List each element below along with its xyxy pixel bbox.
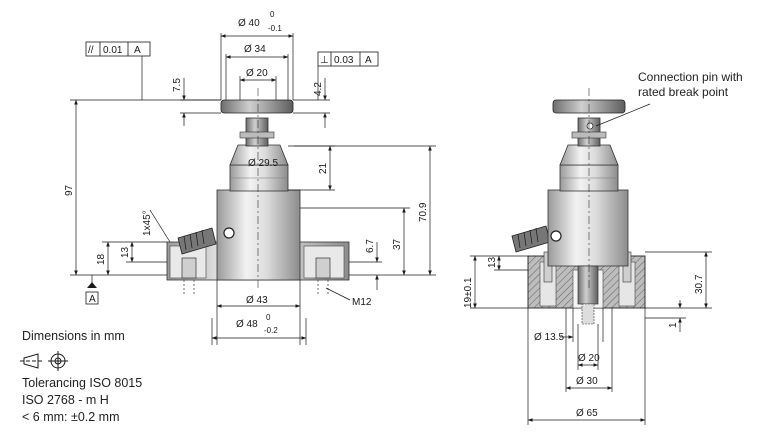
tolerancing-note: Tolerancing ISO 8015 [22, 376, 143, 390]
dim-h7-5: 7.5 [172, 78, 183, 92]
left-cable [177, 227, 217, 255]
left-bolt-left [181, 257, 197, 294]
perpendicularity-value: 0.03 [334, 55, 354, 66]
dim-d40-upper: 0 [270, 10, 275, 19]
units-note: Dimensions in mm [22, 329, 125, 343]
dim-right-d65: Ø 65 [576, 408, 598, 419]
dim-right-d13-5: Ø 13.5 [534, 332, 564, 343]
dim-right-h13: 13 [487, 256, 498, 268]
dim-h6-7: 6.7 [365, 239, 376, 253]
dim-m12: M12 [352, 297, 372, 308]
callout-line-2: rated break point [638, 85, 729, 99]
dim-h13: 13 [120, 246, 131, 258]
dim-h97: 97 [64, 184, 75, 196]
right-cable [511, 225, 551, 253]
small-tolerance-note: < 6 mm: ±0.2 mm [22, 410, 120, 424]
dim-d48-lower: -0.2 [264, 326, 278, 335]
perpendicularity-symbol: ⊥ [320, 55, 329, 66]
left-knob [220, 99, 294, 114]
dim-h21: 21 [318, 162, 329, 174]
dim-d20: Ø 20 [246, 68, 268, 79]
dim-d43: Ø 43 [246, 295, 268, 306]
dim-right-d30: Ø 30 [576, 376, 598, 387]
dim-h70-9: 70.9 [418, 202, 429, 222]
left-view: A // 0.01 A ⊥ 0.03 A Ø 40 0 -0.1 Ø 34 Ø … [64, 10, 436, 345]
perpendicularity-frame [317, 51, 379, 67]
connection-pin [586, 122, 594, 130]
dim-d48-upper: 0 [266, 313, 271, 322]
parallelism-frame [85, 41, 151, 57]
right-piston [577, 265, 599, 305]
dim-d48: Ø 48 [236, 319, 258, 330]
right-lower-body [547, 189, 629, 267]
dim-h4-2: 4.2 [313, 82, 324, 96]
dim-d29-5: Ø 29.5 [248, 158, 278, 169]
dim-right-h30-7: 30.7 [694, 274, 705, 294]
connection-pin-callout: Connection pin with rated break point [638, 70, 743, 100]
right-view: 19±0.1 13 30.7 1 Ø 13.5 Ø 20 Ø 30 Ø 65 [463, 88, 712, 425]
projection-symbol [20, 351, 68, 371]
callout-line-1: Connection pin with [638, 70, 743, 84]
datum-box [85, 291, 99, 305]
parallelism-datum: A [134, 45, 141, 56]
iso-note: ISO 2768 - m H [22, 393, 109, 407]
dim-d34: Ø 34 [244, 44, 266, 55]
left-bolt-right [315, 257, 331, 294]
dim-d40-lower: -0.1 [268, 24, 282, 33]
dim-right-h19: 19±0.1 [463, 277, 474, 308]
datum-triangle [87, 282, 97, 288]
right-side-screw [550, 230, 562, 242]
dim-right-h1: 1 [668, 322, 679, 328]
dim-d40: Ø 40 [238, 18, 260, 29]
datum-label: A [89, 294, 96, 305]
parallelism-symbol: // [88, 45, 94, 56]
left-side-screw [223, 227, 235, 239]
dim-h18: 18 [96, 253, 107, 265]
dim-chamfer: 1x45° [142, 210, 153, 236]
perpendicularity-datum: A [365, 55, 372, 66]
dim-h37: 37 [392, 238, 403, 250]
dim-right-d20: Ø 20 [578, 353, 600, 364]
parallelism-value: 0.01 [103, 45, 123, 56]
